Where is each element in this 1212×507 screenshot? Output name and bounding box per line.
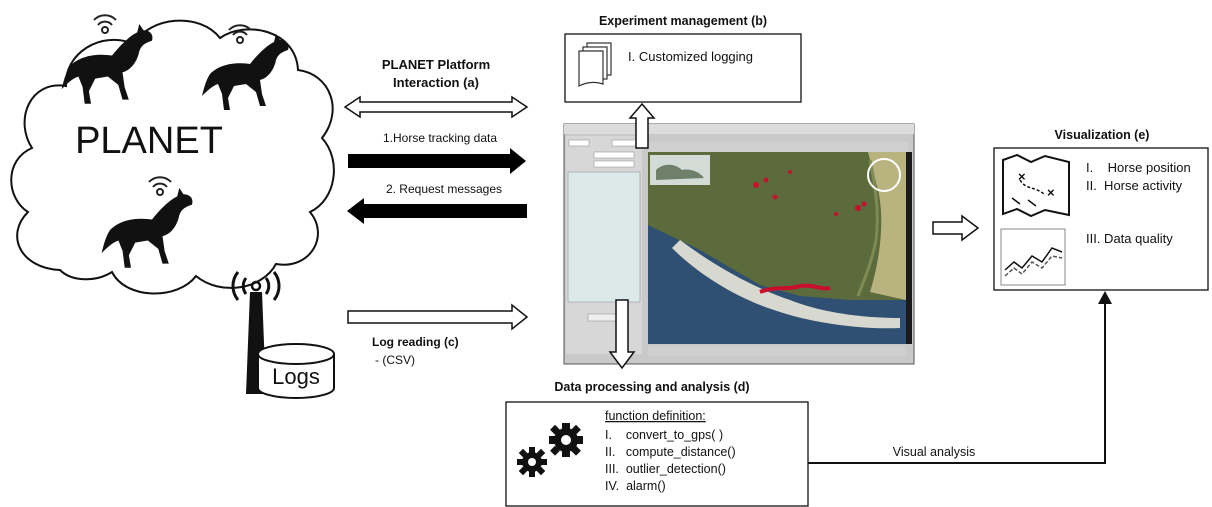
line-chart-icon [1000,228,1066,286]
request-messages-label: 2. Request messages [386,182,502,196]
to-experiment-arrow [628,102,656,149]
experiment-box: I. Customized logging [564,33,802,103]
visualization-item-3: III. Data quality [1086,231,1173,246]
svg-text:×: × [1018,169,1026,184]
log-reading-arrow [347,303,529,331]
app-screenshot [563,102,915,370]
to-processing-arrow [608,299,636,370]
processing-title: Data processing and analysis (d) [554,380,749,394]
log-reading-title: Log reading (c) [372,335,459,349]
log-reading-format: - (CSV) [375,353,415,367]
function-1: I. convert_to_gps( ) [605,428,723,442]
to-visualization-arrow [932,214,980,242]
gps-track-points [753,170,867,294]
horse-tracking-label: 1.Horse tracking data [383,131,497,145]
function-3: III. outlier_detection() [605,462,726,476]
logs-label: Logs [272,364,320,389]
gears-icon [517,423,583,477]
map-icon: × × [1002,153,1070,218]
visual-analysis-label: Visual analysis [893,445,975,459]
database-icon: Logs [257,343,335,399]
svg-text:×: × [1047,185,1055,200]
visualization-item-1: I. Horse position [1086,160,1191,175]
bidirectional-arrow [343,95,529,119]
interaction-title-line1: PLANET Platform [382,57,490,72]
function-2: II. compute_distance() [605,445,736,459]
planet-cloud: PLANET [10,14,335,295]
visual-analysis-connector [808,291,1112,464]
request-messages-arrow [347,198,527,224]
experiment-item: I. Customized logging [628,49,753,64]
interaction-title-line2: Interaction (a) [393,75,479,90]
visualization-item-2: II. Horse activity [1086,178,1183,193]
experiment-title: Experiment management (b) [599,14,767,28]
visualization-title: Visualization (e) [1055,128,1150,142]
visualization-box: × × I. Horse position II. Horse activity… [993,147,1209,291]
planet-label: PLANET [75,120,223,162]
logs-source: Logs [231,271,335,399]
horse-tracking-arrow [348,148,526,174]
function-4: IV. alarm() [605,479,666,493]
function-heading: function definition: [605,409,706,423]
processing-box: function definition: I. convert_to_gps( … [505,401,809,507]
documents-icon [578,42,612,87]
